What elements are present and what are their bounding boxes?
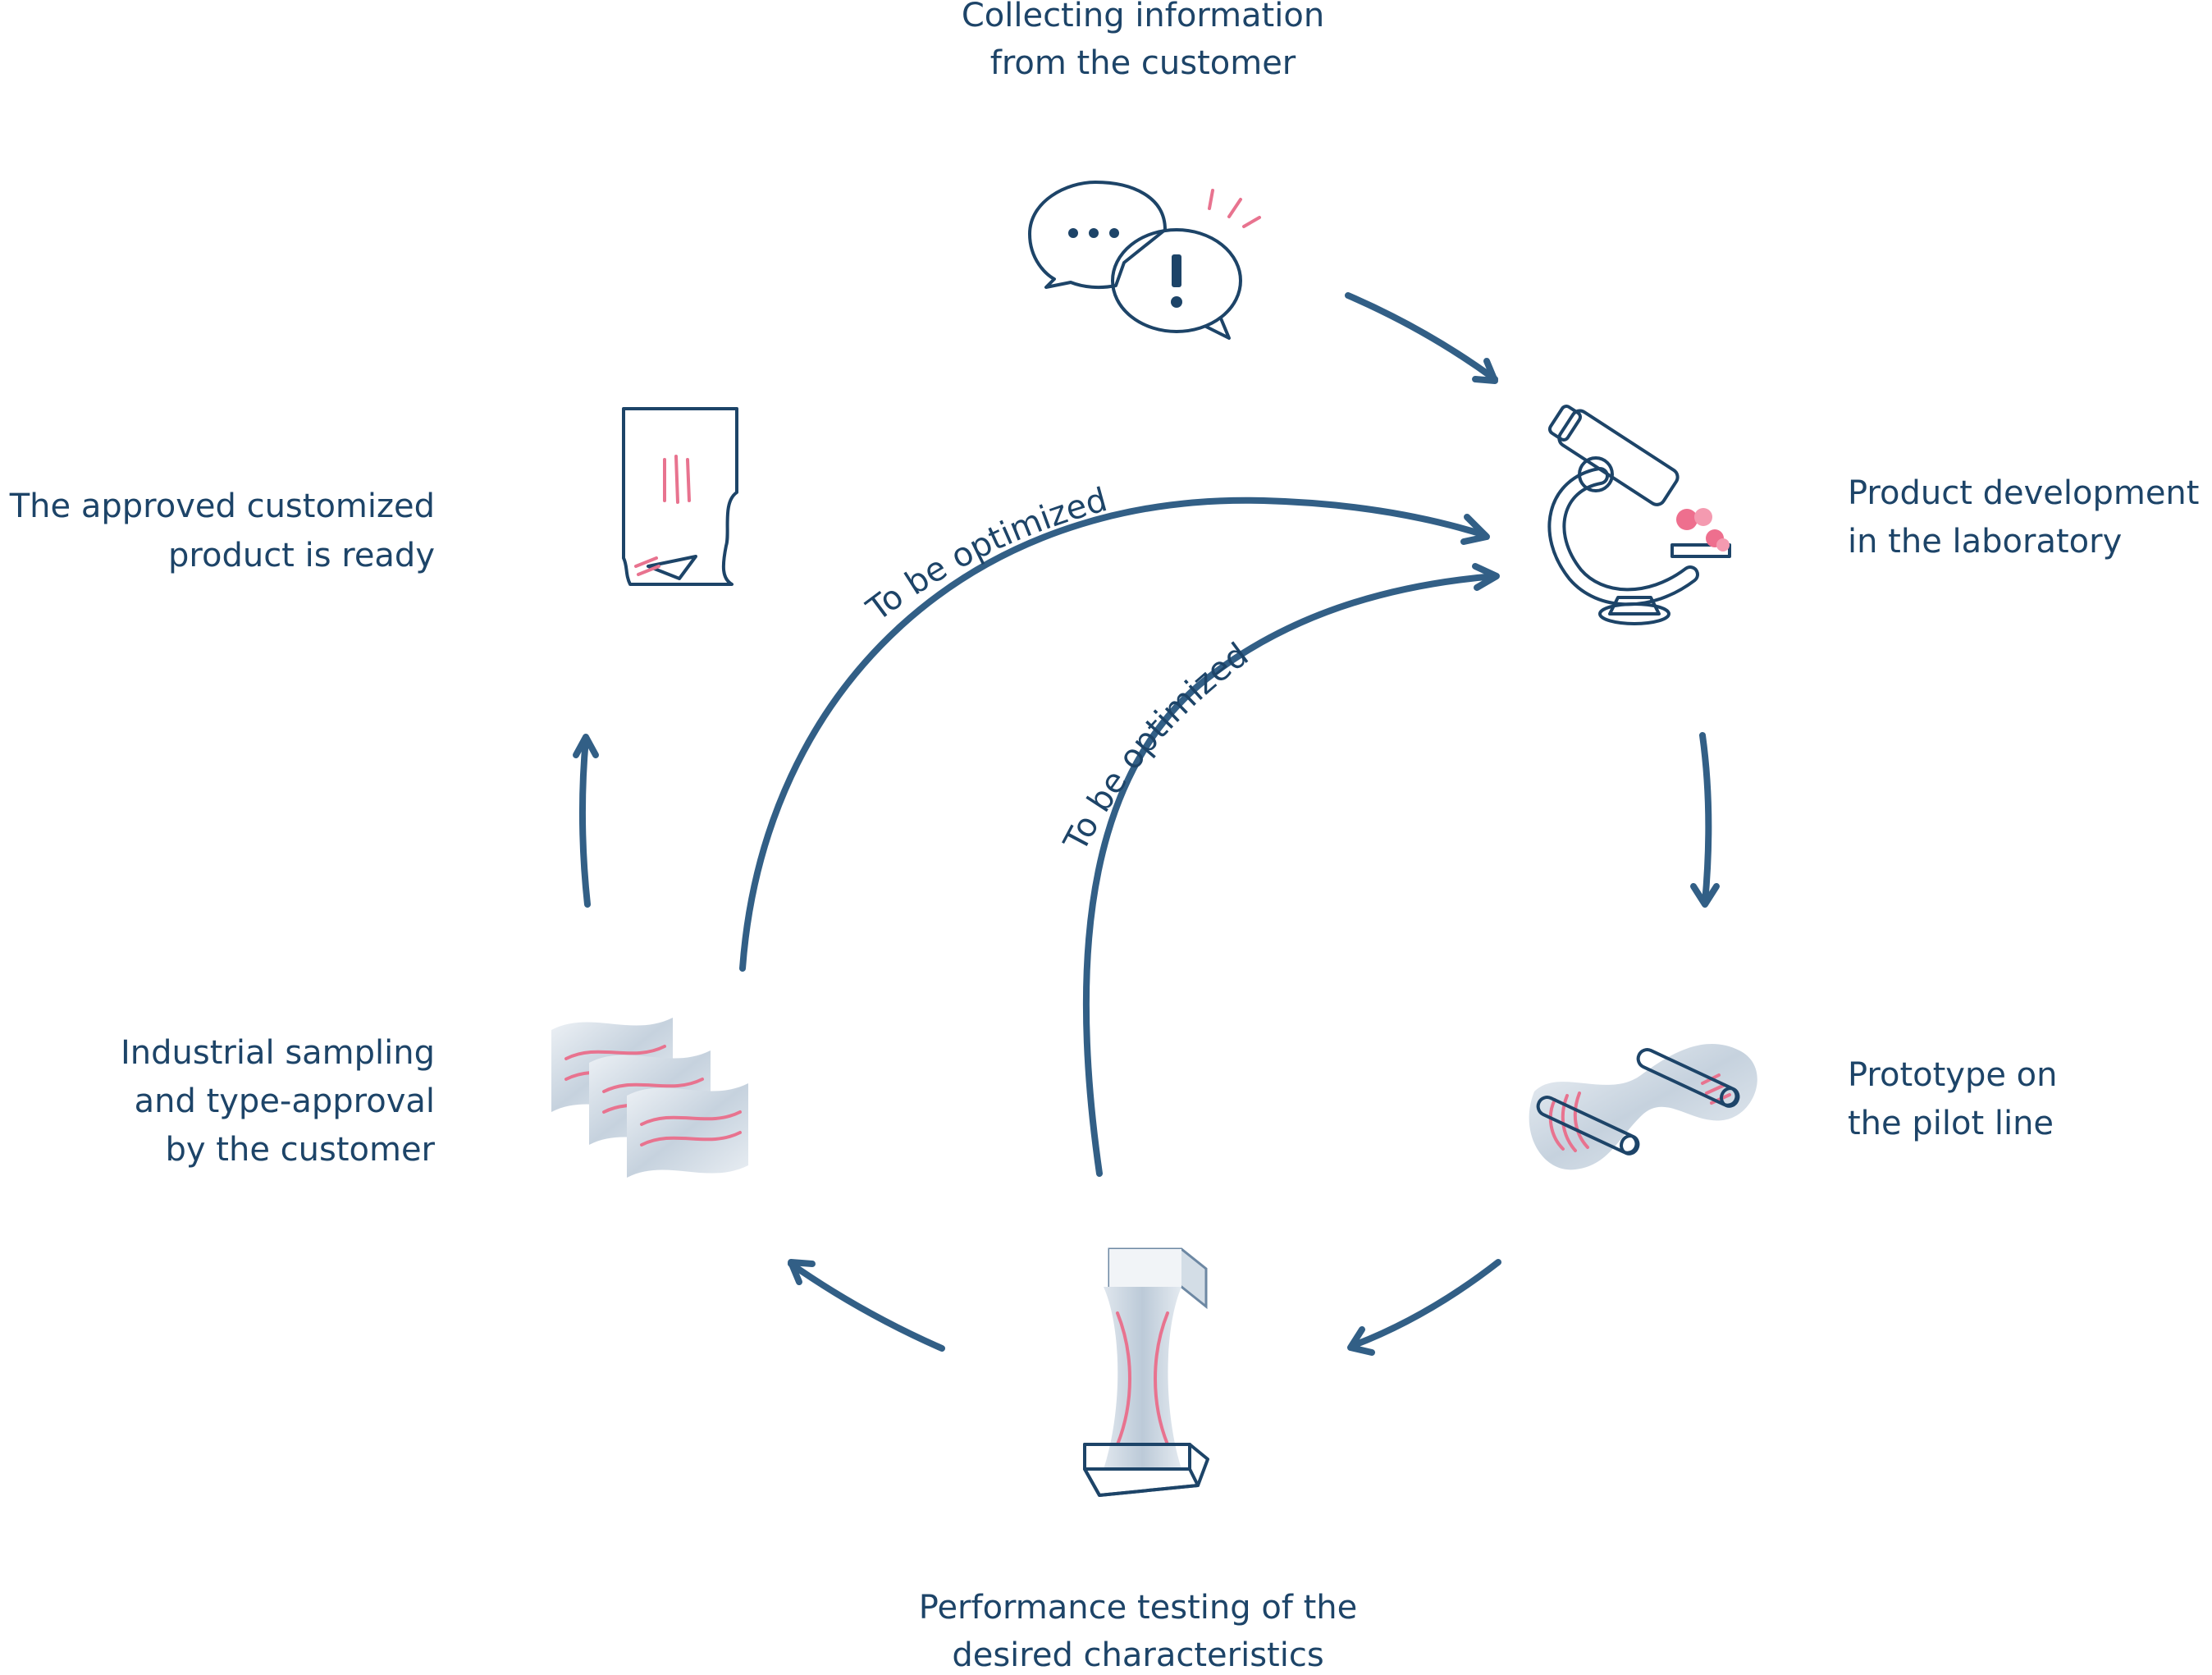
film-roll-icon	[1529, 1043, 1757, 1170]
outer-loop-label: To be optimized	[860, 481, 1112, 629]
inner-optimization-arrow	[1082, 563, 1500, 1177]
prototype-label-line1: Prototype on	[1848, 1056, 2058, 1094]
collecting-label-line2: from the customer	[990, 44, 1296, 82]
inner-loop-label: To be optimized	[1057, 636, 1256, 858]
step-lab: Product development in the laboratory	[1547, 405, 2199, 625]
film-samples-icon	[551, 1018, 748, 1178]
sampling-label-line1: Industrial sampling	[121, 1034, 435, 1072]
arrow-lab-to-prototype	[1690, 732, 1720, 908]
arrow-prototype-to-testing	[1347, 1259, 1501, 1356]
tensile-specimen-icon	[1083, 1247, 1209, 1497]
ready-label-line2: product is ready	[168, 537, 435, 574]
ready-label-line1: The approved customized	[9, 487, 435, 525]
outer-optimization-arrow	[739, 497, 1490, 972]
testing-label-line1: Performance testing of the	[919, 1589, 1358, 1627]
step-sampling: Industrial sampling and type-approval by…	[121, 1018, 748, 1178]
testing-label-line2: desired characteristics	[952, 1636, 1323, 1674]
step-prototype: Prototype on the pilot line	[1529, 1043, 2058, 1170]
arrow-sampling-to-ready	[573, 734, 599, 908]
step-collecting: Collecting information from the customer	[962, 0, 1324, 340]
microscope-icon	[1547, 405, 1731, 625]
finished-bag-icon	[622, 407, 738, 586]
arrow-testing-to-sampling	[788, 1259, 945, 1352]
cycle-arrows	[573, 292, 1720, 1356]
step-testing: Performance testing of the desired chara…	[919, 1247, 1358, 1674]
optimization-loops: To be optimized To be optimized	[739, 481, 1500, 1177]
step-ready: The approved customized product is ready	[9, 407, 738, 586]
speech-bubbles-icon	[1028, 181, 1261, 340]
collecting-label-line1: Collecting information	[962, 0, 1324, 34]
sampling-label-line2: and type-approval	[135, 1082, 435, 1120]
lab-label-line1: Product development	[1848, 474, 2199, 512]
arrow-collecting-to-lab	[1345, 292, 1498, 384]
lab-label-line2: in the laboratory	[1848, 523, 2122, 561]
prototype-label-line2: the pilot line	[1848, 1105, 2054, 1142]
sampling-label-line3: by the customer	[166, 1131, 436, 1169]
